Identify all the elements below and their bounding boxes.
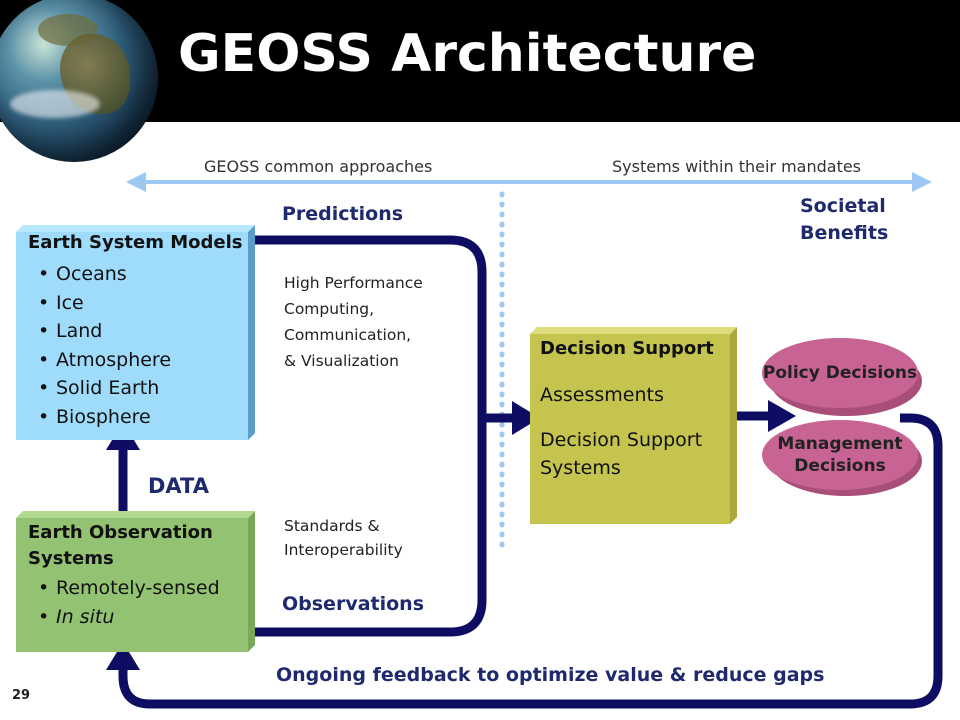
- management-decisions: Management Decisions: [762, 420, 918, 490]
- hpc-line-3: Communication,: [284, 326, 412, 344]
- slide-title: GEOSS Architecture: [178, 24, 757, 84]
- models-item-ice: Ice: [38, 289, 243, 318]
- decision-support-box: Decision Support Assessments Decision Su…: [540, 336, 725, 482]
- decision-title: Decision Support: [540, 338, 714, 359]
- standards-text: Standards & Interoperability: [284, 514, 403, 562]
- observation-title: Earth Observation Systems: [28, 522, 213, 569]
- standards-line-1: Standards &: [284, 517, 380, 535]
- policy-decisions: Policy Decisions: [762, 338, 918, 408]
- observation-list: Remotely-sensed In situ: [28, 574, 243, 631]
- models-item-biosphere: Biosphere: [38, 403, 243, 432]
- decision-assessments: Assessments: [540, 384, 664, 406]
- standards-line-2: Interoperability: [284, 541, 403, 559]
- earth-system-models-box: Earth System Models Oceans Ice Land Atmo…: [28, 230, 243, 431]
- models-title: Earth System Models: [28, 232, 243, 253]
- feedback-loop: [118, 413, 943, 709]
- hpc-text: High Performance Computing, Communicatio…: [284, 270, 423, 374]
- page-number: 29: [12, 688, 31, 703]
- feedback-arrowhead: [106, 642, 140, 670]
- hpc-line-2: Computing,: [284, 300, 375, 318]
- approaches-double-arrow: [126, 172, 932, 192]
- feedback-label: Ongoing feedback to optimize value & red…: [276, 664, 825, 686]
- predictions-label: Predictions: [282, 203, 404, 225]
- observation-item-in-situ: In situ: [38, 603, 243, 632]
- models-item-solid-earth: Solid Earth: [38, 374, 243, 403]
- data-label: DATA: [148, 474, 210, 498]
- mandates-label: Systems within their mandates: [612, 157, 862, 176]
- models-list: Oceans Ice Land Atmosphere Solid Earth B…: [28, 260, 243, 431]
- arrow-to-decisions: [728, 400, 796, 432]
- observations-label: Observations: [282, 593, 425, 615]
- models-item-land: Land: [38, 317, 243, 346]
- decision-systems: Decision Support Systems: [540, 429, 703, 479]
- observation-item-remote: Remotely-sensed: [38, 574, 243, 603]
- earth-observation-systems-box: Earth Observation Systems Remotely-sense…: [28, 520, 243, 631]
- title-bar: GEOSS Architecture: [0, 0, 960, 162]
- models-item-atmosphere: Atmosphere: [38, 346, 243, 375]
- globe-icon: [0, 0, 158, 162]
- arrow-to-decision-support: [482, 401, 540, 435]
- hpc-line-1: High Performance: [284, 274, 423, 292]
- predictions-connector: [255, 235, 487, 637]
- hpc-line-4: & Visualization: [284, 352, 399, 370]
- models-item-oceans: Oceans: [38, 260, 243, 289]
- decision-box-shape: [530, 327, 737, 524]
- common-approaches-label: GEOSS common approaches: [204, 157, 433, 176]
- societal-benefits-label: Societal Benefits: [800, 195, 889, 244]
